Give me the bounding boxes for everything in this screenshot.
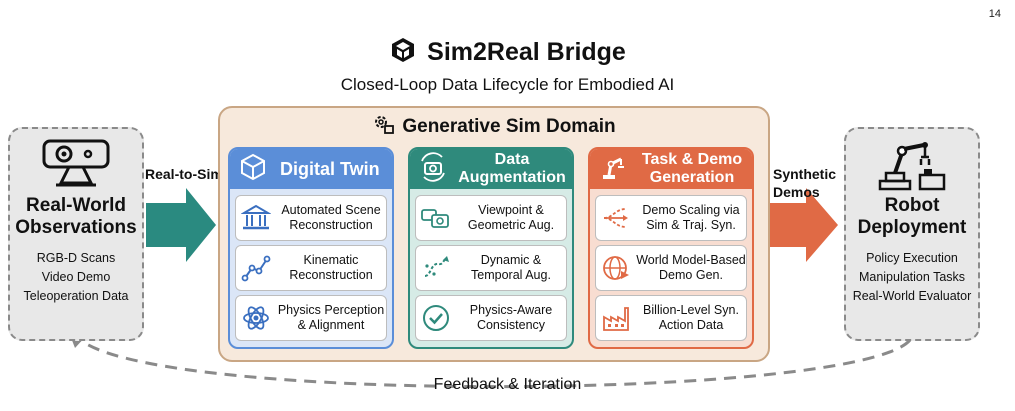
kinematic-chain-icon xyxy=(236,254,276,282)
card-demo-scaling: Demo Scaling via Sim & Traj. Syn. xyxy=(595,195,747,241)
card-text: Physics-Aware Consistency xyxy=(469,303,553,332)
card-text: Demo Scaling via Sim & Traj. Syn. xyxy=(642,203,740,232)
task-demo-column: Task & Demo Generation Demo Scaling via … xyxy=(588,147,754,349)
card-text: Automated Scene Reconstruction xyxy=(281,203,381,232)
digital-twin-header: Digital Twin xyxy=(230,149,392,189)
title-row: Sim2Real Bridge xyxy=(0,36,1015,69)
left-item-rgbd: RGB-D Scans xyxy=(36,251,116,265)
card-billion-level: Billion-Level Syn. Action Data xyxy=(595,295,747,341)
real-to-sim-label: Real-to-Sim xyxy=(145,166,223,182)
task-demo-header: Task & Demo Generation xyxy=(590,149,752,189)
card-text: Billion-Level Syn. Action Data xyxy=(643,303,739,332)
left-box-heading: Real-World Observations xyxy=(15,195,137,238)
right-item-policy: Policy Execution xyxy=(866,251,958,265)
left-item-teleop: Teleoperation Data xyxy=(23,289,129,303)
card-viewpoint-aug: Viewpoint & Geometric Aug. xyxy=(415,195,567,241)
data-augmentation-header: Data Augmentation xyxy=(410,149,572,189)
cube-logo-icon xyxy=(389,36,417,69)
page-title: Sim2Real Bridge xyxy=(427,38,626,66)
check-circle-icon xyxy=(416,303,456,333)
trajectory-icon xyxy=(416,254,456,282)
robot-arm-icon xyxy=(846,137,978,193)
digital-twin-title: Digital Twin xyxy=(280,158,380,179)
card-text: Viewpoint & Geometric Aug. xyxy=(467,203,555,232)
robot-deployment-box: Robot Deployment Policy Execution Manipu… xyxy=(844,127,980,341)
camera-icon xyxy=(10,137,142,193)
card-text: Kinematic Reconstruction xyxy=(289,253,373,282)
card-scene-reconstruction: Automated Scene Reconstruction xyxy=(235,195,387,241)
synthetic-demos-arrow xyxy=(770,188,838,262)
real-world-observations-box: Real-World Observations RGB-D Scans Vide… xyxy=(8,127,144,341)
data-augmentation-title: Data Augmentation xyxy=(458,151,566,186)
factory-icon xyxy=(596,304,636,332)
card-text: Dynamic & Temporal Aug. xyxy=(471,253,551,282)
page-number: 14 xyxy=(988,8,1001,20)
robot-arm-small-icon xyxy=(598,152,628,187)
domain-title-row: Generative Sim Domain xyxy=(218,112,770,142)
real-to-sim-arrow xyxy=(146,188,216,262)
feedback-loop-arrow xyxy=(76,336,912,389)
globe-icon xyxy=(596,253,636,283)
data-augmentation-column: Data Augmentation Viewpoint & Geometric … xyxy=(408,147,574,349)
branching-trajectory-icon xyxy=(596,204,636,232)
right-item-evaluator: Real-World Evaluator xyxy=(852,289,972,303)
building-icon xyxy=(236,204,276,232)
left-item-video: Video Demo xyxy=(41,270,111,284)
multi-camera-icon xyxy=(416,204,456,232)
camera-rotate-icon xyxy=(418,151,448,187)
right-item-manipulation: Manipulation Tasks xyxy=(858,270,966,284)
feedback-label: Feedback & Iteration xyxy=(433,376,582,393)
gears-icon xyxy=(372,112,396,142)
card-physics-consistency: Physics-Aware Consistency xyxy=(415,295,567,341)
synthetic-demos-label: Synthetic Demos xyxy=(773,166,837,200)
digital-twin-column: Digital Twin Automated Scene Reconstruct… xyxy=(228,147,394,349)
page-subtitle: Closed-Loop Data Lifecycle for Embodied … xyxy=(340,75,675,94)
card-kinematic-reconstruction: Kinematic Reconstruction xyxy=(235,245,387,291)
card-world-model: World Model-Based Demo Gen. xyxy=(595,245,747,291)
digital-twin-cube-icon xyxy=(238,152,268,187)
card-physics-perception: Physics Perception & Alignment xyxy=(235,295,387,341)
task-demo-title: Task & Demo Generation xyxy=(641,151,743,186)
card-text: Physics Perception & Alignment xyxy=(277,303,385,332)
atom-icon xyxy=(236,303,276,333)
right-box-heading: Robot Deployment xyxy=(857,195,967,238)
card-text: World Model-Based Demo Gen. xyxy=(636,253,746,282)
card-dynamic-aug: Dynamic & Temporal Aug. xyxy=(415,245,567,291)
domain-title: Generative Sim Domain xyxy=(402,116,616,137)
